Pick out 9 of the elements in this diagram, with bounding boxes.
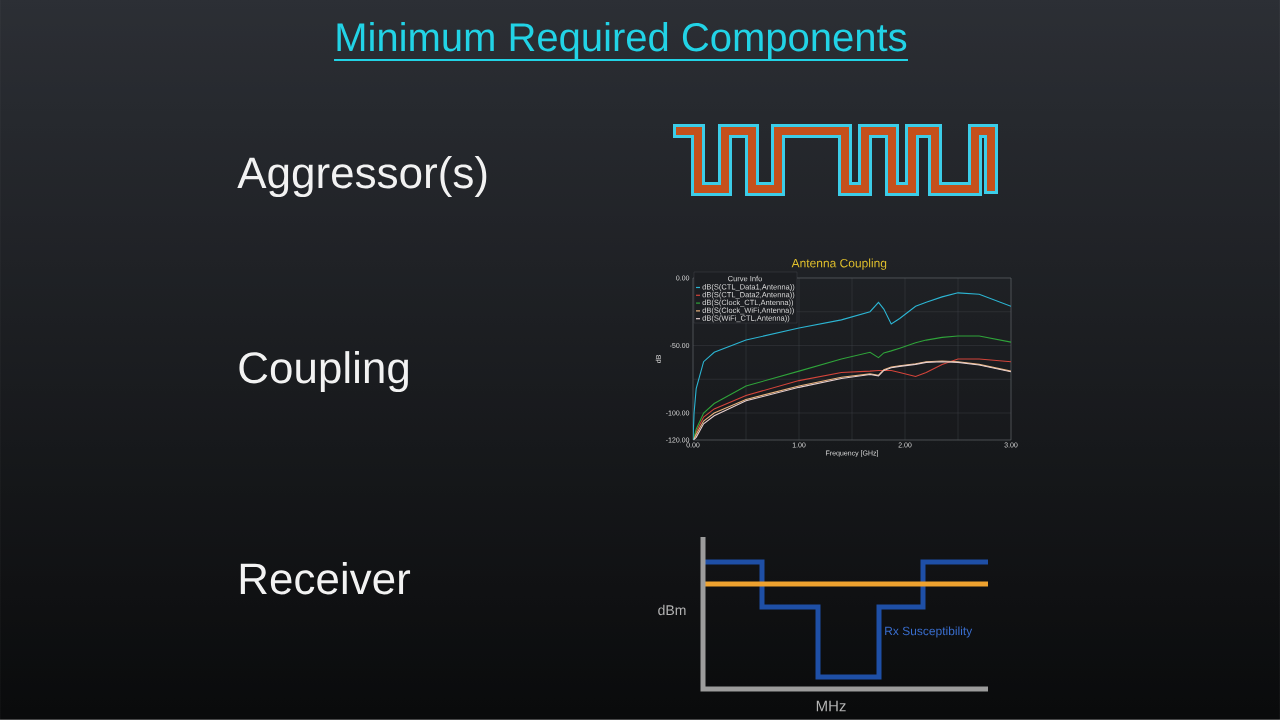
chart-title: Antenna Coupling xyxy=(791,258,887,270)
line-label: Rx Susceptibility xyxy=(885,626,973,638)
title: Minimum Required Components xyxy=(333,22,909,61)
axis-label: dBm xyxy=(658,604,686,616)
line-series xyxy=(693,292,1011,440)
section-heading: Receiver xyxy=(240,562,411,595)
section-heading: Aggressor(s) xyxy=(237,156,487,198)
section-heading: Coupling xyxy=(239,351,408,393)
axis-label: MHz xyxy=(816,700,846,712)
